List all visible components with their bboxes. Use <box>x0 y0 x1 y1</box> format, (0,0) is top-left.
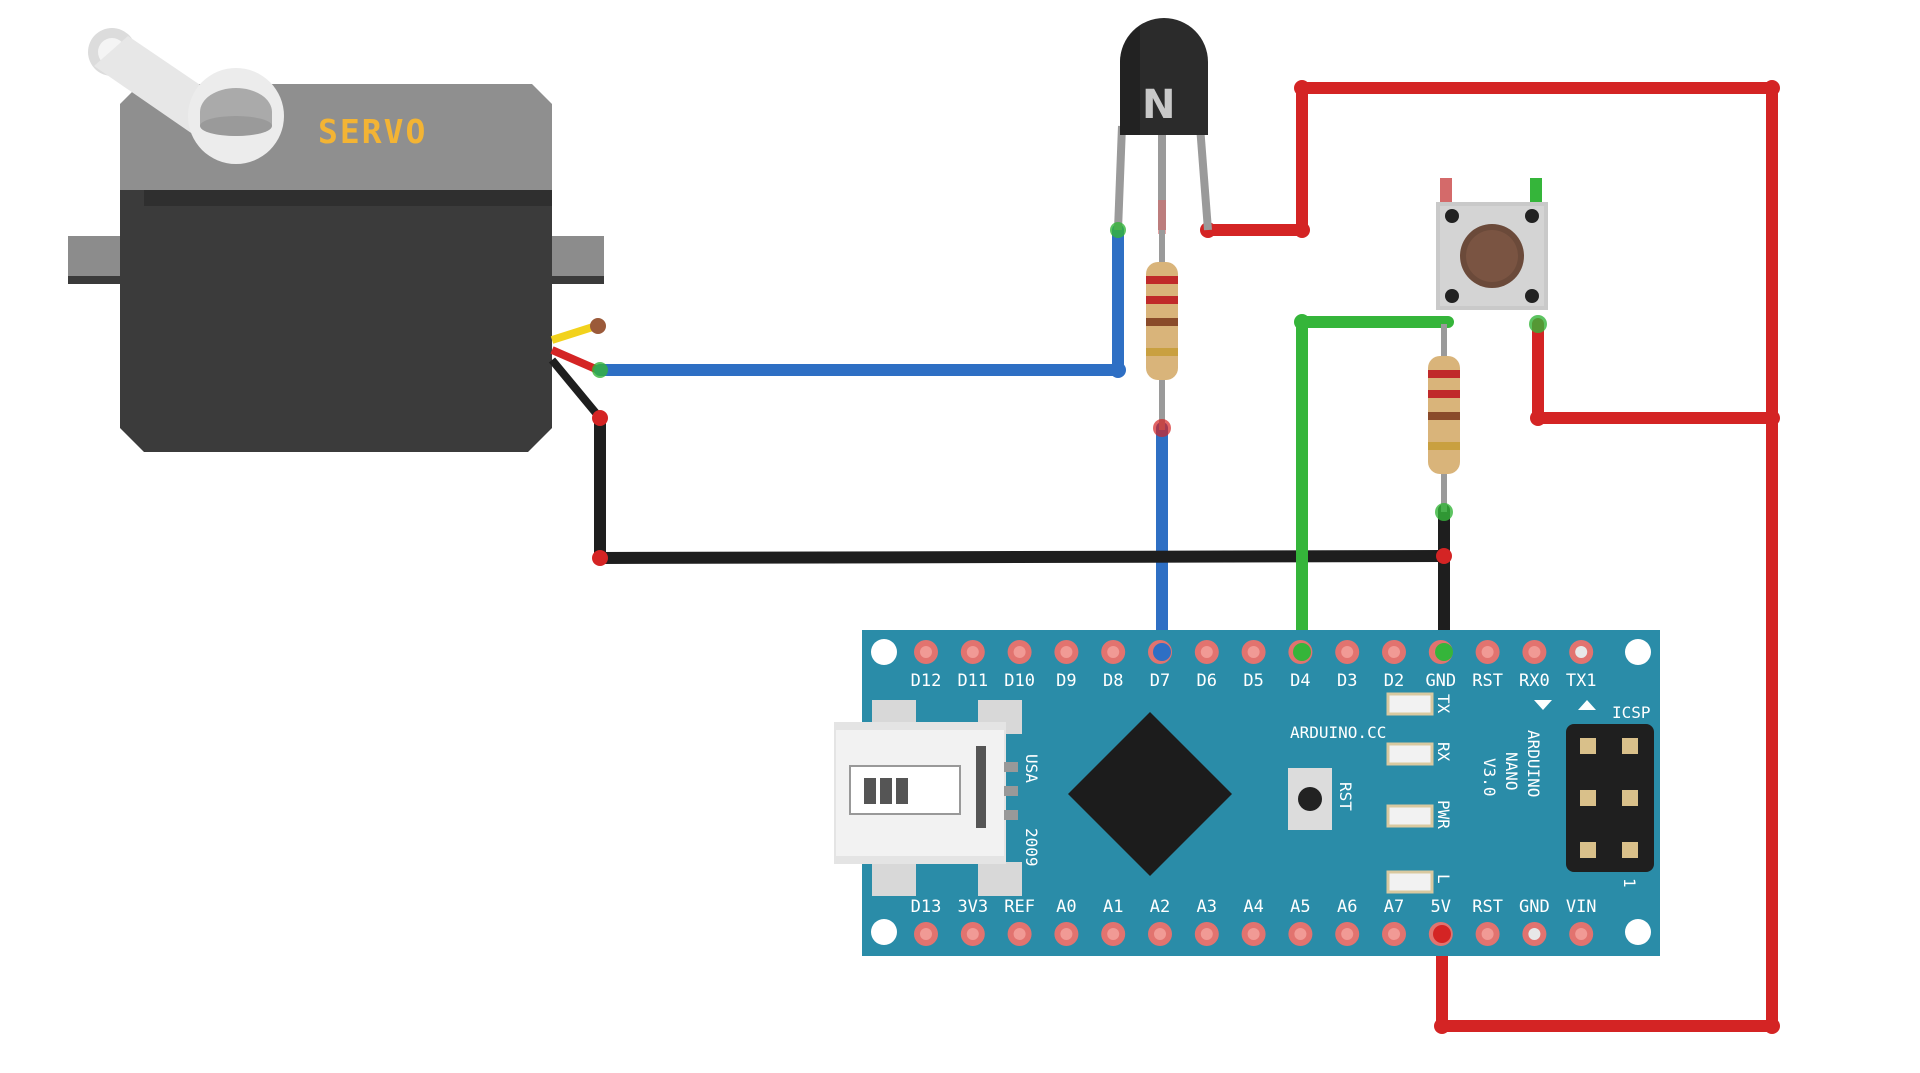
pin-label-d10: D10 <box>1004 671 1035 691</box>
icsp-header <box>1566 724 1654 872</box>
pin-label-a4: A4 <box>1243 897 1263 917</box>
pin-label-d12: D12 <box>911 671 942 691</box>
pin-label-a0: A0 <box>1056 897 1076 917</box>
pin-hole <box>1247 646 1260 658</box>
pin-label-d7: D7 <box>1150 671 1170 691</box>
pin-label-vin: VIN <box>1566 897 1597 917</box>
pin-hole <box>1060 646 1073 658</box>
pin-hole <box>1247 928 1260 940</box>
led-label-l: L <box>1434 874 1453 884</box>
pin-hole <box>1341 646 1354 658</box>
npn-transistor: N <box>1110 18 1212 238</box>
pin-label-rx0: RX0 <box>1519 671 1550 691</box>
pin-hole <box>1200 928 1213 940</box>
pin-label-d11: D11 <box>957 671 988 691</box>
pin-label-d5: D5 <box>1243 671 1263 691</box>
servo-horn <box>88 28 284 164</box>
pin-hole <box>1481 646 1494 658</box>
pin-hole <box>1528 928 1541 940</box>
rst-button-label: RST <box>1336 782 1355 811</box>
pin-hole <box>1481 928 1494 940</box>
pin-label-a2: A2 <box>1150 897 1170 917</box>
pin-hole <box>1575 646 1588 658</box>
pin-label-5v: 5V <box>1431 897 1451 917</box>
pin-hole <box>966 928 979 940</box>
wire-button-power <box>1532 318 1778 424</box>
resistor-1 <box>1146 230 1178 437</box>
wire-servo-signal <box>594 224 1124 376</box>
wire-d4 <box>1296 316 1454 658</box>
pin-label-a7: A7 <box>1384 897 1404 917</box>
led-tx <box>1386 692 1434 716</box>
pin-label-a1: A1 <box>1103 897 1123 917</box>
pin-hole <box>920 646 932 658</box>
pin-hole <box>1528 646 1541 658</box>
led-label-tx: TX <box>1434 694 1453 714</box>
pin-hole <box>966 646 979 658</box>
pin-label-a3: A3 <box>1197 897 1217 917</box>
pin-label-3v3: 3V3 <box>957 897 988 917</box>
icsp-label: ICSP <box>1612 703 1651 722</box>
led-label-pwr: PWR <box>1434 800 1453 829</box>
model-line1: ARDUINO <box>1524 730 1543 797</box>
pin-label-d8: D8 <box>1103 671 1123 691</box>
pin-label-d3: D3 <box>1337 671 1357 691</box>
pin-label-gnd: GND <box>1519 897 1550 917</box>
led-pwr <box>1386 804 1434 828</box>
pin-label-gnd: GND <box>1425 671 1456 691</box>
board-wire-joints <box>1153 643 1453 943</box>
usb-connector <box>834 700 1022 896</box>
year-label: 2009 <box>1022 828 1041 867</box>
led-l <box>1386 870 1434 894</box>
servo-motor: SERVO <box>68 28 606 452</box>
led-rx <box>1386 742 1434 766</box>
servo-body <box>120 190 552 452</box>
usa-label: USA <box>1022 754 1041 783</box>
pin-label-d4: D4 <box>1290 671 1310 691</box>
pin-label-a6: A6 <box>1337 897 1357 917</box>
pin-label-a5: A5 <box>1290 897 1310 917</box>
pin-hole <box>1013 646 1026 658</box>
resistor-2 <box>1428 324 1460 521</box>
push-button <box>1436 178 1548 333</box>
board-brand: ARDUINO.CC <box>1290 723 1386 742</box>
microcontroller-chip <box>1068 712 1232 876</box>
pin-hole <box>1013 928 1026 940</box>
pin-hole <box>1107 928 1120 940</box>
transistor-label: N <box>1142 82 1175 128</box>
pin-hole <box>1294 928 1307 940</box>
pin-hole <box>1388 646 1400 658</box>
pin-hole <box>1060 928 1073 940</box>
transistor-body <box>1120 18 1208 135</box>
pin-label-d9: D9 <box>1056 671 1076 691</box>
pin-hole <box>1107 646 1120 658</box>
pin-hole <box>1200 646 1213 658</box>
led-label-rx: RX <box>1434 742 1453 762</box>
icsp-pin1-mark: 1 <box>1620 878 1639 888</box>
pin-label-d6: D6 <box>1197 671 1217 691</box>
wire-ground <box>594 412 1450 564</box>
pin-hole <box>920 928 932 940</box>
model-line3: V3.0 <box>1480 758 1499 797</box>
pin-label-tx1: TX1 <box>1566 671 1597 691</box>
pin-label-rst: RST <box>1472 897 1503 917</box>
pin-label-rst: RST <box>1472 671 1503 691</box>
servo-label: SERVO <box>318 112 427 151</box>
pin-label-ref: REF <box>1004 897 1035 917</box>
pin-label-d13: D13 <box>911 897 942 917</box>
pin-hole <box>1154 928 1166 940</box>
pin-hole <box>1388 928 1400 940</box>
pin-hole <box>1575 928 1588 940</box>
pin-hole <box>1341 928 1354 940</box>
model-line2: NANO <box>1502 752 1521 791</box>
wire-joints <box>592 80 1780 1034</box>
pin-label-d2: D2 <box>1384 671 1404 691</box>
